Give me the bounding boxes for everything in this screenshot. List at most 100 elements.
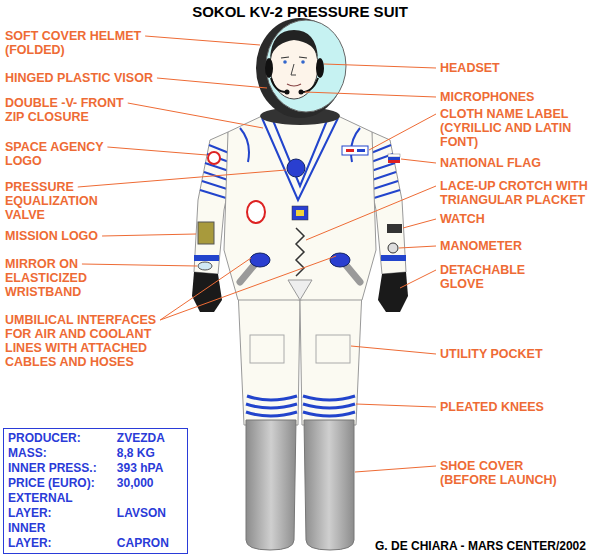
eye <box>301 60 305 64</box>
chest-patch-center <box>296 210 304 216</box>
part-label: SOFT COVER HELMET (FOLDED) <box>5 29 145 57</box>
utility-pocket <box>250 335 284 363</box>
part-label: HEADSET <box>440 61 500 75</box>
knee-pleats <box>246 396 297 416</box>
leader-line <box>324 64 436 68</box>
leader-line <box>305 92 436 97</box>
part-label: UTILITY POCKET <box>440 347 543 361</box>
umbilical-interface <box>330 253 350 267</box>
left-glove <box>192 272 222 312</box>
mouth <box>287 84 301 86</box>
name-label-mark <box>346 149 354 152</box>
mission-patch <box>198 222 214 244</box>
chest-stripes <box>240 128 360 162</box>
umbilical-hose <box>345 264 360 282</box>
eyebrows <box>281 57 307 58</box>
torso <box>224 116 376 300</box>
knee-pleats <box>303 396 355 416</box>
leader-line <box>369 114 436 150</box>
headset-earpiece <box>316 58 324 78</box>
visor <box>266 20 346 112</box>
leader-line <box>128 103 263 128</box>
table-cell: ZVEZDA <box>117 431 179 446</box>
leader-line <box>399 246 436 248</box>
part-label: MISSION LOGO <box>5 229 98 243</box>
part-label: NATIONAL FLAG <box>440 156 541 170</box>
right-glove <box>378 272 408 312</box>
eye <box>283 60 287 64</box>
utility-pocket <box>316 335 350 363</box>
leader-line <box>401 159 436 163</box>
wrist-mirror <box>198 262 212 270</box>
agency-logo <box>208 152 220 164</box>
diagram-title: SOKOL KV-2 PRESSURE SUIT <box>0 3 600 21</box>
leader-line <box>356 404 436 407</box>
manometer <box>388 243 398 253</box>
leader-line <box>160 258 251 320</box>
flag-stripe <box>388 154 400 157</box>
part-label: HINGED PLASTIC VISOR <box>5 71 153 85</box>
right-leg <box>300 290 362 425</box>
headset-earpiece <box>265 58 273 78</box>
v-zip <box>262 118 338 200</box>
leader-line <box>403 219 436 228</box>
part-label: UMBILICAL INTERFACES FOR AIR AND COOLANT… <box>5 313 170 369</box>
leader-line <box>351 346 436 354</box>
nose <box>291 64 296 75</box>
pressure-valve <box>287 159 305 177</box>
leader-line <box>400 270 436 288</box>
table-cell: 8,8 KG <box>117 446 179 461</box>
table-cell: LAYER: <box>8 536 107 551</box>
umbilical-hose <box>240 264 255 282</box>
triangular-placket <box>288 280 312 300</box>
belly-patch <box>247 201 265 223</box>
table-cell: 30,000 <box>117 476 179 491</box>
part-label: PRESSURE EQUALIZATION VALVE <box>5 180 105 222</box>
table-cell: LAYER: <box>8 506 107 521</box>
credit-note: G. DE CHIARA - MARS CENTER/2002 <box>375 539 586 553</box>
microphone <box>285 90 290 95</box>
part-label: CLOTH NAME LABEL (CYRILLIC AND LATIN FON… <box>440 107 585 149</box>
leader-line <box>355 466 436 472</box>
spec-table-box: PRODUCER: ZVEZDA MASS: 8,8 KG INNER PRESS.: 3… <box>3 428 188 554</box>
table-cell: PRICE (EURO): <box>8 476 107 491</box>
flag-stripe <box>388 157 400 160</box>
part-label: SPACE AGENCY LOGO <box>5 140 115 168</box>
table-cell: MASS: <box>8 446 107 461</box>
table-cell: LAVSON <box>117 506 179 521</box>
part-label: MICROPHONES <box>440 90 534 104</box>
shoe-cover <box>246 420 296 550</box>
table-cell: PRODUCER: <box>8 431 107 446</box>
flag-stripe <box>388 160 400 163</box>
hair <box>270 30 318 58</box>
wrist-cuff <box>381 255 406 261</box>
part-label: WATCH <box>440 212 485 226</box>
part-label: PLEATED KNEES <box>440 400 544 414</box>
leader-line <box>107 147 207 155</box>
table-cell: INNER PRESS.: <box>8 461 107 476</box>
left-leg <box>238 290 300 425</box>
part-label: DOUBLE -V- FRONT ZIP CLOSURE <box>5 96 135 124</box>
watch <box>387 224 402 233</box>
part-label: LACE-UP CROTCH WITH TRIANGULAR PLACKET <box>440 179 595 207</box>
leader-line <box>78 170 286 187</box>
table-cell: 393 hPA <box>117 461 179 476</box>
table-cell: EXTERNAL <box>8 491 107 506</box>
name-label <box>342 146 368 155</box>
leader-line <box>102 234 196 236</box>
leader-line <box>82 264 197 266</box>
leader-line <box>157 78 267 88</box>
name-label-mark <box>357 149 365 152</box>
arm-stripes <box>371 145 400 198</box>
part-label: SHOE COVER (BEFORE LAUNCH) <box>440 459 565 487</box>
arm-stripes <box>200 145 229 198</box>
table-cell: CAPRON <box>117 536 179 551</box>
wrist-cuff <box>194 255 219 261</box>
microphone-boom <box>271 78 318 92</box>
part-label: MANOMETER <box>440 239 522 253</box>
leader-line <box>306 186 436 240</box>
table-cell: INNER <box>8 521 107 536</box>
part-label: DETACHABLE GLOVE <box>440 263 540 291</box>
shoe-cover <box>304 420 354 550</box>
umbilical-interface <box>250 253 270 267</box>
